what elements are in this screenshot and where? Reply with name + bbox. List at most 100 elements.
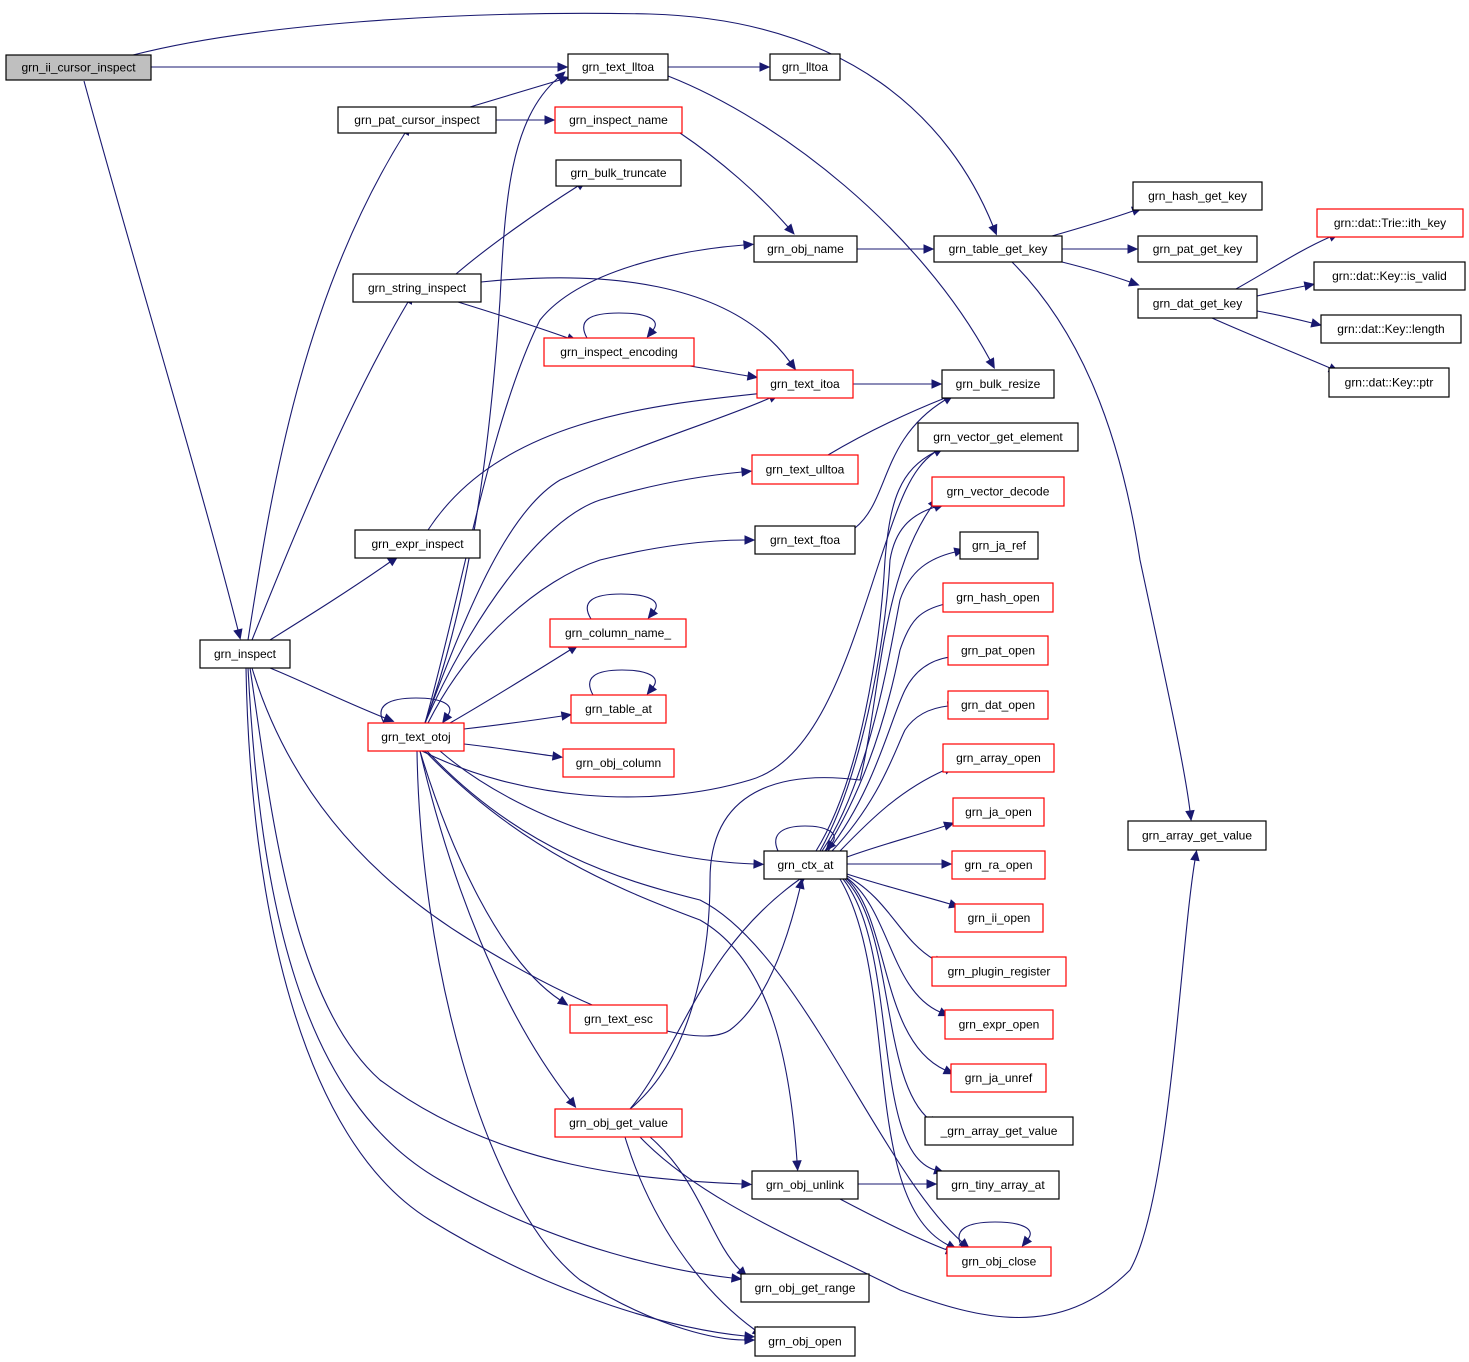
node-box [554, 106, 683, 134]
edge-line [689, 365, 749, 377]
node-text-esc[interactable]: grn_text_esc [569, 1004, 668, 1034]
edge-dat_get_key-to-key_length [1256, 310, 1322, 328]
node-lltoa[interactable]: grn_lltoa [769, 53, 841, 81]
edge-line [380, 697, 451, 724]
node-label: grn_ii_open [968, 911, 1031, 925]
node-ja-ref[interactable]: grn_ja_ref [959, 531, 1039, 560]
edge-ii_cursor_inspect-to-text_lltoa [151, 62, 569, 72]
node-text-ulltoa[interactable]: grn_text_ulltoa [751, 454, 859, 485]
edge-line [424, 244, 745, 724]
node-ja-open[interactable]: grn_ja_open [952, 797, 1045, 827]
node-obj-get-range[interactable]: grn_obj_get_range [740, 1273, 870, 1303]
node-box [931, 476, 1065, 507]
edge-ctx_at-to-plugin_register [846, 875, 944, 966]
edge-line [1011, 261, 1191, 812]
edge-line [427, 392, 766, 531]
node-label: grn_bulk_resize [956, 377, 1041, 391]
edge-obj_get_value-to-vector_decode [629, 497, 938, 1110]
edge-arrowhead [382, 713, 395, 723]
edge-arrowhead [741, 467, 753, 477]
node-inspect[interactable]: grn_inspect [199, 639, 291, 669]
node-inspect-name[interactable]: grn_inspect_name [554, 106, 683, 134]
node-ii-cursor-inspect[interactable]: grn_ii_cursor_inspect [5, 54, 152, 81]
node-vector-get-element[interactable]: grn_vector_get_element [917, 422, 1079, 452]
edge-arrowhead [1303, 281, 1316, 291]
node-label: grn_ja_ref [972, 539, 1027, 553]
node-expr-open[interactable]: grn_expr_open [944, 1009, 1054, 1040]
node-box [549, 618, 687, 648]
edge-table_get_key-to-dat_get_key [1061, 261, 1140, 287]
node-ctx-at[interactable]: grn_ctx_at [763, 850, 848, 880]
node-ii-open[interactable]: grn_ii_open [954, 903, 1044, 933]
node-hash-get-key[interactable]: grn_hash_get_key [1132, 181, 1263, 211]
node-column-name-[interactable]: grn_column_name_ [549, 618, 687, 648]
node-obj-open[interactable]: grn_obj_open [754, 1326, 856, 1357]
edge-line [583, 312, 656, 339]
node-dat-get-key[interactable]: grn_dat_get_key [1137, 288, 1258, 319]
node-key-length[interactable]: grn::dat::Key::length [1320, 314, 1462, 344]
node-array-open[interactable]: grn_array_open [942, 743, 1055, 773]
node-obj-unlink[interactable]: grn_obj_unlink [751, 1170, 859, 1200]
node-expr-inspect[interactable]: grn_expr_inspect [354, 529, 481, 559]
node-bulk-resize[interactable]: grn_bulk_resize [941, 369, 1055, 399]
node-pat-open[interactable]: grn_pat_open [947, 635, 1049, 666]
node-array-get-value[interactable]: grn_array_get_value [1127, 820, 1267, 851]
node-label: grn_tiny_array_at [951, 1178, 1045, 1192]
edge-arrowhead [746, 371, 759, 381]
node-string-inspect[interactable]: grn_string_inspect [352, 273, 482, 303]
edge-line [421, 451, 936, 798]
node-hash-open[interactable]: grn_hash_open [942, 582, 1054, 613]
node-obj-close[interactable]: grn_obj_close [946, 1246, 1052, 1277]
node-label: grn_ja_open [965, 805, 1032, 819]
node-key-ptr[interactable]: grn::dat::Key::ptr [1328, 367, 1450, 398]
edge-line [649, 1136, 741, 1271]
node-box [946, 1246, 1052, 1277]
edge-inspect-to-ctx_at [251, 667, 805, 1037]
edge-line [846, 825, 946, 858]
node-label: grn_dat_open [961, 698, 1035, 712]
node-key-is-valid[interactable]: grn::dat::Key::is_valid [1313, 261, 1466, 291]
node-box [936, 1170, 1060, 1200]
node-vector-decode[interactable]: grn_vector_decode [931, 476, 1065, 507]
node-table-at[interactable]: grn_table_at [570, 694, 667, 724]
edge-line [821, 551, 956, 852]
node-plugin-register[interactable]: grn_plugin_register [931, 956, 1067, 987]
node-pat-get-key[interactable]: grn_pat_get_key [1137, 235, 1258, 263]
node-box [354, 529, 481, 559]
edge-line [424, 397, 771, 724]
edge-ii_cursor_inspect-to-table_get_key [132, 12, 998, 236]
node-label: grn_obj_name [767, 242, 844, 256]
edge-line [132, 12, 994, 227]
node-obj-get-value[interactable]: grn_obj_get_value [554, 1108, 683, 1138]
node-label: grn_obj_unlink [766, 1178, 845, 1192]
node-text-otoj[interactable]: grn_text_otoj [367, 722, 465, 752]
node-ra-open[interactable]: grn_ra_open [951, 850, 1046, 880]
node-obj-column[interactable]: grn_obj_column [562, 748, 675, 778]
node-trie-ith-key[interactable]: grn::dat::Trie::ith_key [1316, 208, 1464, 238]
node-text-itoa[interactable]: grn_text_itoa [756, 369, 854, 399]
node-label: grn_text_otoj [381, 730, 450, 744]
node-text-lltoa[interactable]: grn_text_lltoa [567, 53, 669, 81]
edge-line [245, 667, 746, 1337]
edge-table_get_key-to-hash_get_key [1051, 206, 1143, 237]
node-box [1132, 181, 1263, 211]
node-label: grn_ja_unref [965, 1071, 1033, 1085]
node-dat-open[interactable]: grn_dat_open [947, 690, 1049, 720]
node-box [942, 743, 1055, 773]
node--array-get-value[interactable]: _grn_array_get_value [924, 1116, 1074, 1146]
node-tiny-array-at[interactable]: grn_tiny_array_at [936, 1170, 1060, 1200]
node-obj-name[interactable]: grn_obj_name [753, 235, 858, 263]
node-bulk-truncate[interactable]: grn_bulk_truncate [555, 159, 682, 187]
node-table-get-key[interactable]: grn_table_get_key [933, 235, 1063, 263]
edge-pat_cursor_inspect-to-text_lltoa [469, 75, 570, 108]
node-text-ftoa[interactable]: grn_text_ftoa [754, 525, 856, 555]
node-box [570, 694, 667, 724]
edge-arrowhead [1190, 849, 1200, 862]
node-inspect-encoding[interactable]: grn_inspect_encoding [543, 337, 695, 367]
node-pat-cursor-inspect[interactable]: grn_pat_cursor_inspect [337, 106, 497, 134]
edge-ctx_at-to-pat_open [827, 652, 961, 852]
node-ja-unref[interactable]: grn_ja_unref [950, 1063, 1047, 1093]
node-label: grn_text_ulltoa [766, 463, 845, 477]
edge-line [269, 667, 386, 719]
edge-arrowhead [560, 711, 573, 721]
